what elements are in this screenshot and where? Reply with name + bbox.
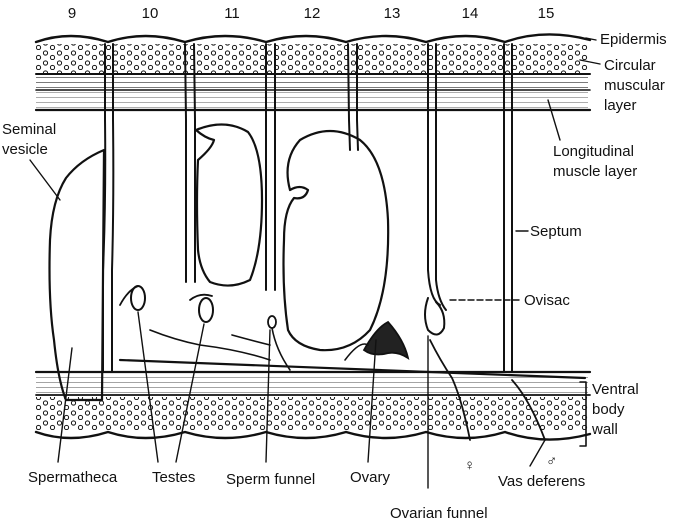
label-seminal-1: Seminal (2, 121, 56, 138)
label-seminal-2: vesicle (2, 141, 48, 158)
label-spermatheca: Spermatheca (28, 469, 118, 486)
circular-muscle-layer (36, 76, 588, 90)
label-sperm-funnel: Sperm funnel (226, 471, 315, 488)
ventral-body-wall-drawing (36, 372, 590, 440)
segment-number-9: 9 (68, 5, 76, 22)
label-epidermis: Epidermis (600, 31, 667, 48)
label-circular-3: layer (604, 97, 637, 114)
segment-number-10: 10 (142, 5, 159, 22)
segment-number-11: 11 (224, 5, 240, 22)
testes-drawing (120, 286, 290, 370)
epidermis-layer (36, 44, 588, 74)
label-ventral-1: Ventral (592, 381, 639, 398)
label-circular-1: Circular (604, 57, 656, 74)
label-ovarian-funnel: Ovarian funnel (390, 505, 488, 522)
male-symbol: ♂ (546, 453, 557, 470)
dorsal-body-wall (36, 34, 590, 110)
seminal-vesicle (50, 150, 105, 400)
segment-number-15: 15 (538, 5, 555, 22)
label-testes: Testes (152, 469, 195, 486)
segment-number-12: 12 (304, 5, 321, 22)
label-septum: Septum (530, 223, 582, 240)
seminal-sac-12 (284, 131, 389, 350)
segment-number-13: 13 (384, 5, 401, 22)
segment-numbers: 9 10 11 12 13 14 15 (68, 5, 555, 22)
label-longitudinal-1: Longitudinal (553, 143, 634, 160)
segment-number-14: 14 (462, 5, 479, 22)
female-symbol: ♀ (464, 457, 475, 474)
longitudinal-muscle-layer (36, 92, 588, 109)
label-ovary: Ovary (350, 469, 391, 486)
seminal-sac-11 (196, 124, 262, 285)
label-ovisac: Ovisac (524, 292, 570, 309)
label-ventral-3: wall (591, 421, 618, 438)
label-vas-deferens: Vas deferens (498, 473, 585, 490)
label-longitudinal-2: muscle layer (553, 163, 637, 180)
label-ventral-2: body (592, 401, 625, 418)
label-circular-2: muscular (604, 77, 665, 94)
